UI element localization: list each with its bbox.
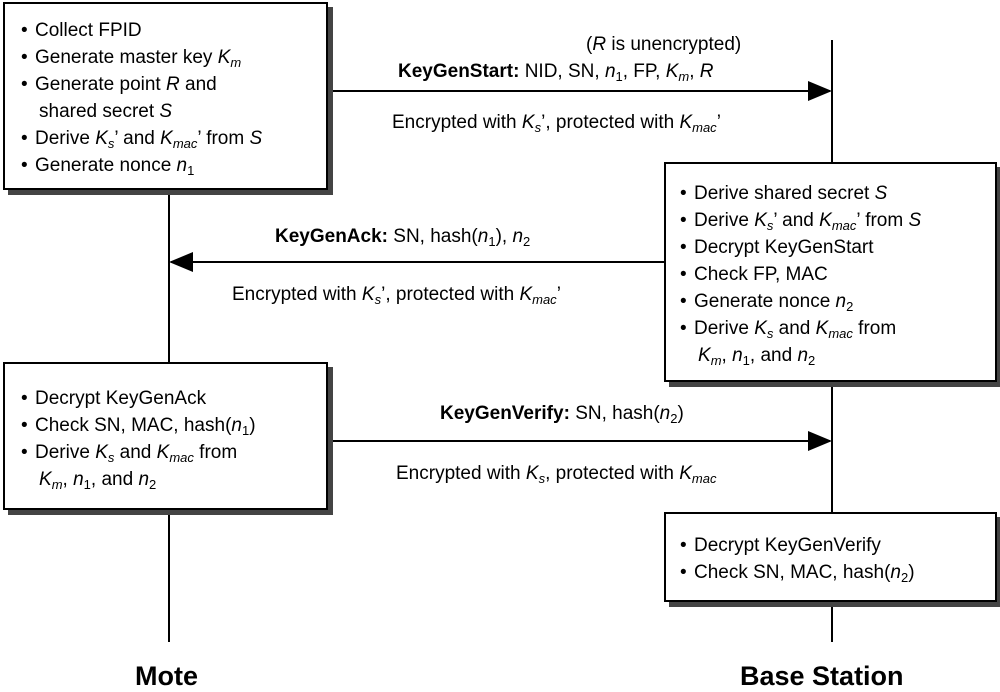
base-verify-box: •Decrypt KeyGenVerify •Check SN, MAC, ha… xyxy=(664,512,997,602)
step-derive-shared-secret: •Derive shared secret S xyxy=(680,183,888,204)
step-derive-keys: •Derive Ks’ and Kmac’ from S xyxy=(21,128,263,151)
step-decrypt-keygenverify: •Decrypt KeyGenVerify xyxy=(680,535,881,556)
step-collect-fpid: •Collect FPID xyxy=(21,20,142,41)
step-check-fp-mac: •Check FP, MAC xyxy=(680,264,828,285)
step-derive-session-keys: •Derive Ks and Kmac from xyxy=(680,318,897,341)
keygenstart-note: (R is unencrypted) xyxy=(586,34,742,55)
base-station-label: Base Station xyxy=(740,661,904,691)
step-derive-session-keys-cont: Km, n1, and n2 xyxy=(698,345,816,368)
step-check-sn-mac-hash-2: •Check SN, MAC, hash(n2) xyxy=(680,562,915,585)
step-decrypt-keygenack: •Decrypt KeyGenAck xyxy=(21,388,207,409)
step-check-sn-mac-hash: •Check SN, MAC, hash(n1) xyxy=(21,415,256,438)
keygenverify-protection: Encrypted with Ks, protected with Kmac xyxy=(396,463,717,486)
mote-process-ack-box: •Decrypt KeyGenAck •Check SN, MAC, hash(… xyxy=(3,362,328,510)
step-generate-nonce: •Generate nonce n1 xyxy=(21,155,195,178)
keygenack-protection: Encrypted with Ks’, protected with Kmac’ xyxy=(232,284,561,307)
step-derive-session-keys-cont: Km, n1, and n2 xyxy=(39,469,157,492)
mote-label: Mote xyxy=(135,661,198,691)
step-derive-session-keys: •Derive Ks and Kmac from xyxy=(21,442,238,465)
keygenstart-label: KeyGenStart: NID, SN, n1, FP, Km, R xyxy=(398,61,714,84)
mote-init-box: •Collect FPID •Generate master key Km •G… xyxy=(3,2,328,190)
keygenack-label: KeyGenAck: SN, hash(n1), n2 xyxy=(275,226,531,249)
base-process-start-box: •Derive shared secret S •Derive Ks’ and … xyxy=(664,162,997,382)
step-generate-point: •Generate point R and xyxy=(21,74,217,95)
step-derive-temp-keys: •Derive Ks’ and Kmac’ from S xyxy=(680,210,922,233)
step-generate-nonce-2: •Generate nonce n2 xyxy=(680,291,854,314)
keygenverify-label: KeyGenVerify: SN, hash(n2) xyxy=(440,403,684,426)
step-generate-master-key: •Generate master key Km xyxy=(21,47,242,70)
keygenstart-protection: Encrypted with Ks’, protected with Kmac’ xyxy=(392,112,721,135)
step-decrypt-keygenstart: •Decrypt KeyGenStart xyxy=(680,237,874,258)
step-generate-point-cont: shared secret S xyxy=(39,101,173,122)
